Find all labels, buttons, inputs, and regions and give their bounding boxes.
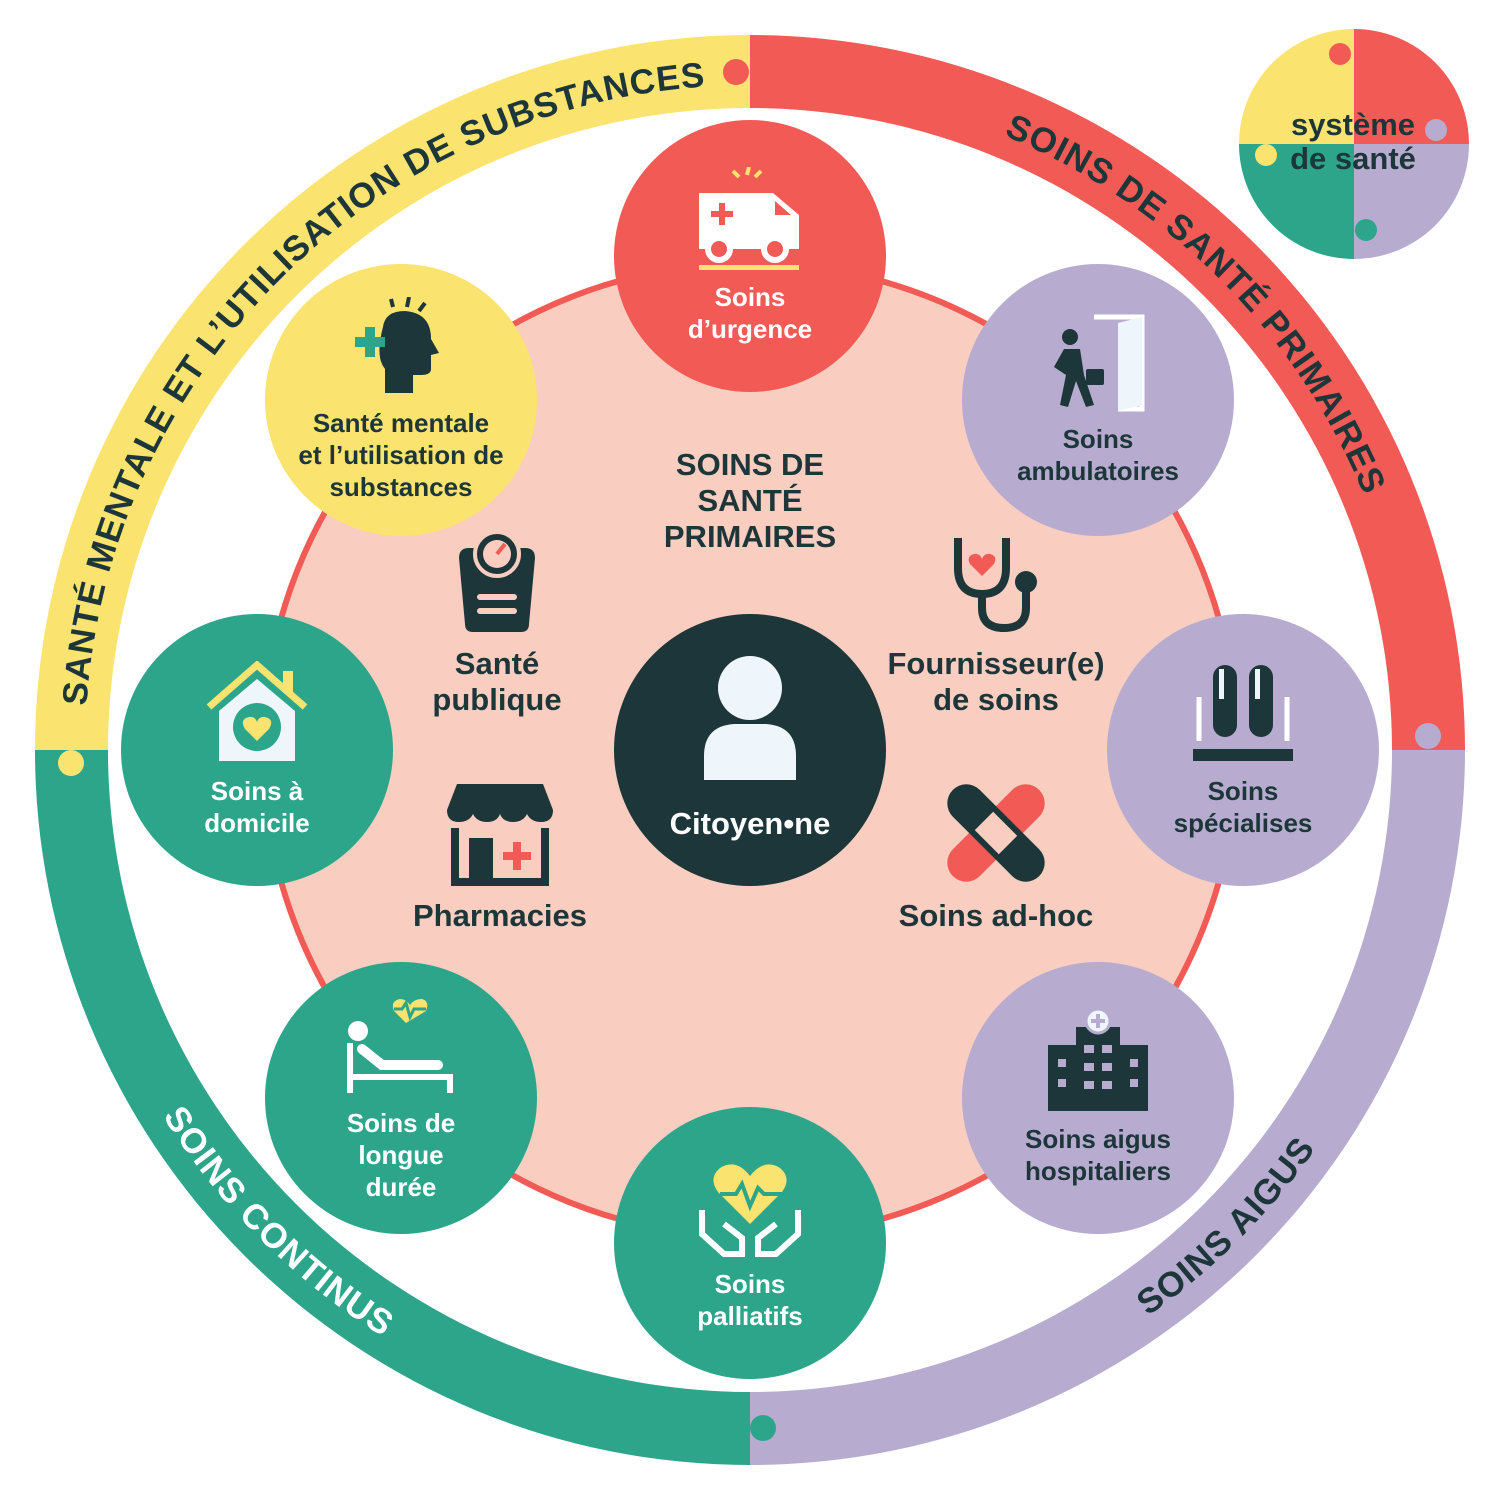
hands-heart-icon	[699, 1164, 801, 1257]
citizen-node[interactable]: Citoyen•ne	[614, 614, 886, 886]
bandage-icon	[947, 784, 1045, 882]
scale-icon	[459, 530, 535, 632]
public-health-item[interactable]: Santé publique	[367, 528, 627, 718]
item-label: Fournisseur(e)	[887, 646, 1105, 681]
item-label: de soins	[933, 682, 1059, 717]
item-label: Pharmacies	[412, 898, 588, 933]
node-label: substances	[329, 472, 473, 502]
node-label: domicile	[204, 808, 310, 838]
person-icon	[704, 656, 796, 780]
citizen-label: Citoyen•ne	[669, 806, 831, 841]
node-label: Soins aigus	[1025, 1124, 1171, 1154]
node-label: et l’utilisation de	[298, 440, 504, 470]
title-line: SOINS DE	[675, 447, 825, 482]
ring-segment-continuing-care	[35, 750, 750, 1465]
node-label: Soins	[1207, 776, 1279, 806]
patient-bed-icon	[347, 999, 453, 1093]
node-label: Soins	[714, 282, 786, 312]
head-mind-icon	[355, 297, 439, 393]
node-label: Soins	[1062, 424, 1134, 454]
node-label: durée	[365, 1172, 437, 1202]
emergency-care-node[interactable]: Soins d’urgence	[614, 120, 886, 392]
hospital-building-icon	[1048, 1009, 1148, 1111]
home-care-node[interactable]: Soins à domicile	[121, 614, 393, 886]
node-label: hospitaliers	[1025, 1156, 1171, 1186]
legend-label: système de santé	[1258, 108, 1448, 176]
puzzle-knob	[58, 750, 84, 776]
mental-health-node[interactable]: Santé mentale et l’utilisation de substa…	[265, 264, 537, 536]
ambulatory-care-node[interactable]: Soins ambulatoires	[962, 264, 1234, 536]
node-label: ambulatoires	[1017, 456, 1179, 486]
node-label: Soins	[714, 1269, 786, 1299]
title-line: SANTÉ	[697, 483, 803, 518]
test-tubes-icon	[1193, 665, 1293, 761]
node-label: Soins de	[346, 1108, 456, 1138]
node-label: spécialises	[1173, 808, 1313, 838]
legend-line: système	[1290, 107, 1416, 142]
hospital-acute-care-node[interactable]: Soins aigus hospitaliers	[962, 962, 1234, 1234]
puzzle-knob	[750, 1415, 776, 1441]
long-term-care-node[interactable]: Soins de longue durée	[265, 962, 537, 1234]
title-line: PRIMAIRES	[663, 519, 837, 554]
palliative-care-node[interactable]: Soins palliatifs	[614, 1107, 886, 1379]
node-label: Santé mentale	[312, 408, 490, 438]
home-heart-icon	[206, 661, 308, 761]
node-label: d’urgence	[687, 314, 813, 344]
ring-segment-acute-care	[750, 750, 1465, 1465]
item-label: Santé	[454, 646, 540, 681]
health-system-legend-puzzle	[1239, 29, 1469, 259]
primary-care-title: SOINS DE SANTÉ PRIMAIRES	[600, 447, 900, 555]
pharmacies-item[interactable]: Pharmacies	[370, 780, 630, 934]
node-label: palliatifs	[697, 1301, 803, 1331]
node-label: Soins à	[210, 776, 304, 806]
puzzle-knob	[1415, 723, 1441, 749]
walking-out-door-icon	[1054, 314, 1145, 412]
item-label: publique	[432, 682, 562, 717]
node-label: longue	[358, 1140, 444, 1170]
puzzle-knob	[723, 59, 749, 85]
item-label: Soins ad-hoc	[898, 898, 1094, 933]
ring-segment-mental-health	[35, 35, 750, 750]
ring-segment-primary-care	[750, 35, 1465, 750]
specialized-care-node[interactable]: Soins spécialises	[1107, 614, 1379, 886]
ambulance-icon	[699, 167, 799, 270]
adhoc-item[interactable]: Soins ad-hoc	[866, 780, 1126, 934]
legend-line: de santé	[1290, 141, 1416, 176]
pharmacy-store-icon	[447, 784, 553, 886]
provider-item[interactable]: Fournisseur(e) de soins	[866, 528, 1126, 718]
stethoscope-icon	[954, 538, 1037, 633]
